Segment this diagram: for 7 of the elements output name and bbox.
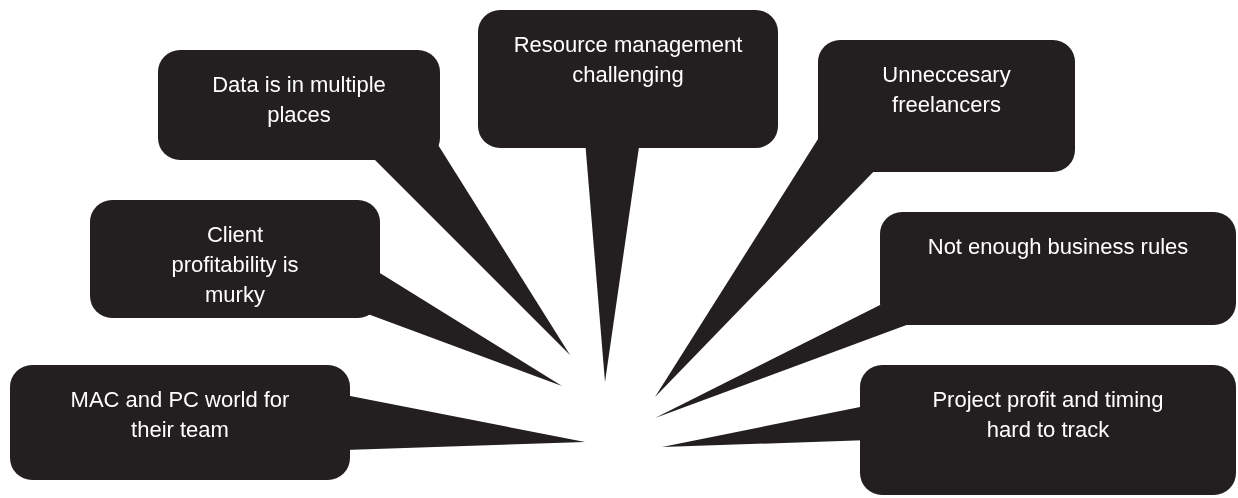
bubble-text: Project profit and timing hard to track bbox=[931, 386, 1165, 444]
bubble-text: Not enough business rules bbox=[927, 233, 1189, 261]
bubble-text: Data is in multiple places bbox=[211, 71, 387, 129]
bubble-text: Resource management challenging bbox=[512, 31, 744, 89]
bubble-text: Client profitability is murky bbox=[170, 221, 300, 309]
bubble-text: MAC and PC world for their team bbox=[70, 386, 290, 444]
bubble-text: Unneccesary freelancers bbox=[881, 61, 1012, 119]
